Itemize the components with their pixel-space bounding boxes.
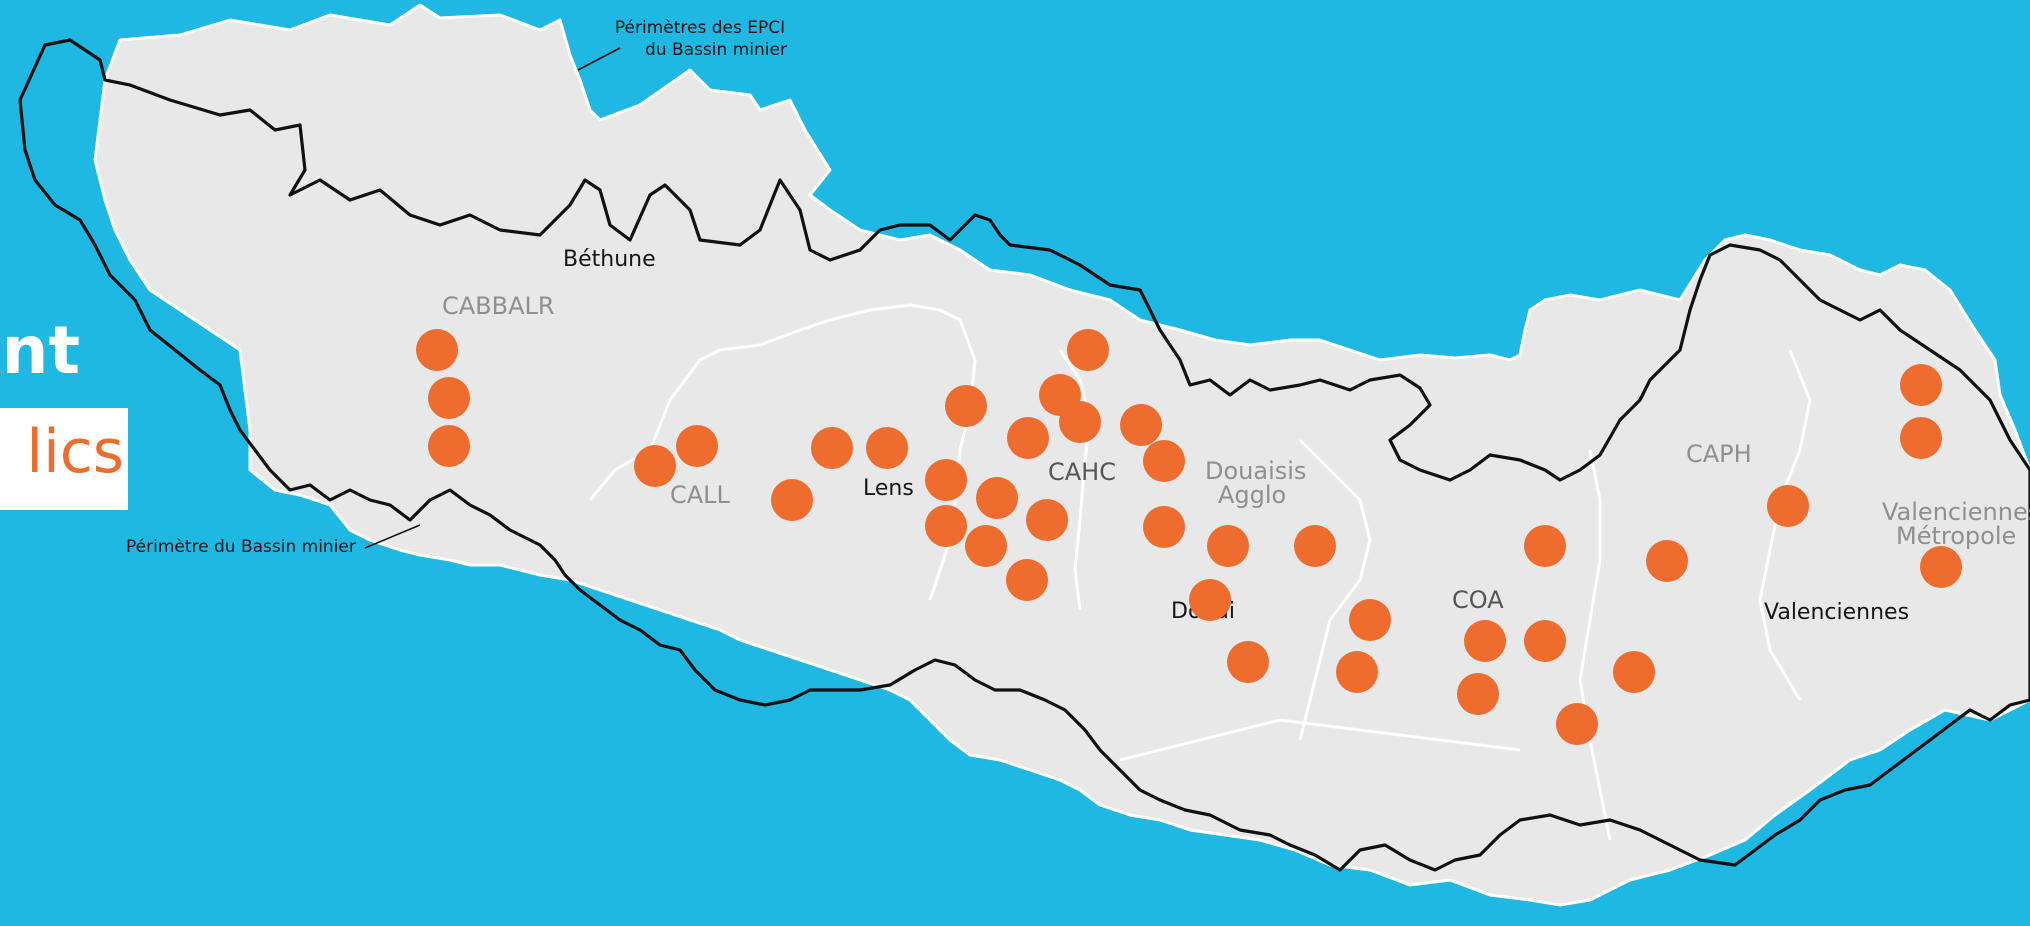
site-marker (1349, 599, 1391, 641)
epci-boundary-call-cahc (928, 308, 977, 601)
site-marker (925, 459, 967, 501)
epci-label-douaisis-line1: Douaisis (1205, 457, 1306, 485)
site-marker (1524, 620, 1566, 662)
city-label-valenciennes: Valenciennes (1764, 600, 1909, 625)
epci-label-cabbalr: CABBALR (442, 292, 555, 320)
epci-label-caph: CAPH (1686, 440, 1752, 468)
site-marker (965, 525, 1007, 567)
title-line1: nt (1, 318, 80, 384)
epci-boundary-coa-caph (1578, 449, 1612, 841)
epci-label-cahc: CAHC (1048, 458, 1116, 486)
site-marker (1900, 364, 1942, 406)
site-marker (634, 445, 676, 487)
site-marker (945, 385, 987, 427)
site-marker (1524, 525, 1566, 567)
title-line2: lics (26, 417, 124, 487)
site-marker (1207, 525, 1249, 567)
epci-label-vm-line2: Métropole (1896, 522, 2016, 550)
epci-boundary-caph-vm (1758, 349, 1812, 701)
site-marker (1143, 506, 1185, 548)
site-marker (1920, 546, 1962, 588)
site-marker (866, 427, 908, 469)
leader-line-basin (364, 524, 421, 549)
site-marker (1457, 673, 1499, 715)
epci-boundary-douaisis-coa (1298, 438, 1372, 741)
site-marker (1613, 651, 1655, 693)
site-marker (428, 425, 470, 467)
epci-label-douaisis-line2: Agglo (1218, 481, 1286, 509)
site-marker (1039, 374, 1081, 416)
site-marker (1336, 651, 1378, 693)
site-marker (1646, 540, 1688, 582)
site-marker (1067, 329, 1109, 371)
site-marker (1464, 620, 1506, 662)
site-marker (1143, 440, 1185, 482)
site-marker (1556, 703, 1598, 745)
city-label-bethune: Béthune (563, 247, 656, 272)
site-marker (1026, 499, 1068, 541)
leader-line-epci (577, 47, 621, 71)
site-marker (925, 505, 967, 547)
site-marker (1294, 525, 1336, 567)
site-marker (1189, 579, 1231, 621)
annotation-epci-line1: Périmètres des EPCI (615, 18, 785, 38)
site-marker (416, 329, 458, 371)
annotation-basin: Périmètre du Bassin minier (126, 537, 356, 557)
site-marker (1900, 417, 1942, 459)
epci-boundary-cahc-douaisis (1058, 349, 1092, 611)
site-marker (976, 477, 1018, 519)
title-line2-box: lics (0, 408, 128, 510)
epci-label-vm-line1: Valenciennes (1882, 498, 2030, 526)
site-marker (1120, 404, 1162, 446)
epci-boundary-south (1119, 718, 1521, 762)
city-label-lens: Lens (863, 476, 914, 501)
site-marker (1006, 559, 1048, 601)
site-marker (771, 479, 813, 521)
site-marker (676, 425, 718, 467)
site-marker (811, 427, 853, 469)
basin-perimeter-outline (18, 38, 2030, 872)
site-marker (1227, 641, 1269, 683)
marker-group (416, 329, 1962, 745)
epci-label-coa: COA (1452, 586, 1504, 614)
site-marker (428, 377, 470, 419)
epci-label-call: CALL (670, 481, 731, 509)
annotation-epci-line2: du Bassin minier (645, 40, 787, 60)
site-marker (1767, 485, 1809, 527)
site-marker (1007, 417, 1049, 459)
